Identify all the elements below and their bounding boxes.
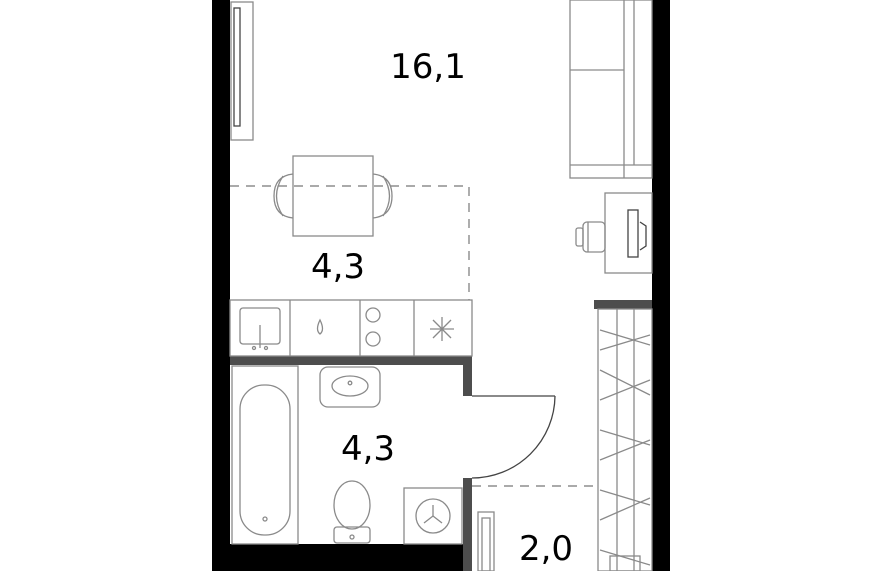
left-wall [212,0,230,552]
right-wall [652,0,670,571]
fridge-icon [430,317,454,341]
sofa [569,0,653,179]
wardrobe [597,308,653,571]
partitions [230,300,652,571]
toilet [333,480,371,544]
kitchen-counter [229,299,473,357]
faucet-icon [316,318,324,335]
bottom-wall [212,544,471,571]
desk [575,192,653,274]
bath-door-jamb-top [463,356,472,396]
kitchen-bath-partition [230,356,472,365]
washbasin [319,366,381,408]
dining-table [273,155,393,237]
bathroom-door [471,395,556,479]
outer-walls [212,0,670,571]
stove-icon [365,307,381,347]
bath-door-jamb-bottom [463,478,472,571]
kitchen-area: 4,3 [311,247,365,287]
zone-dividers [230,185,598,487]
hallway-cabinet [609,555,641,571]
wardrobe-partition [594,300,652,309]
living-room-area: 16,1 [390,47,466,87]
shoe-bench [477,511,495,571]
bathtub [231,365,299,545]
bathroom-area: 4,3 [341,429,395,469]
wall-cabinet [230,1,254,141]
sink-icon [239,307,281,351]
hallway-area: 2,0 [519,529,573,569]
washing-machine [403,487,463,545]
